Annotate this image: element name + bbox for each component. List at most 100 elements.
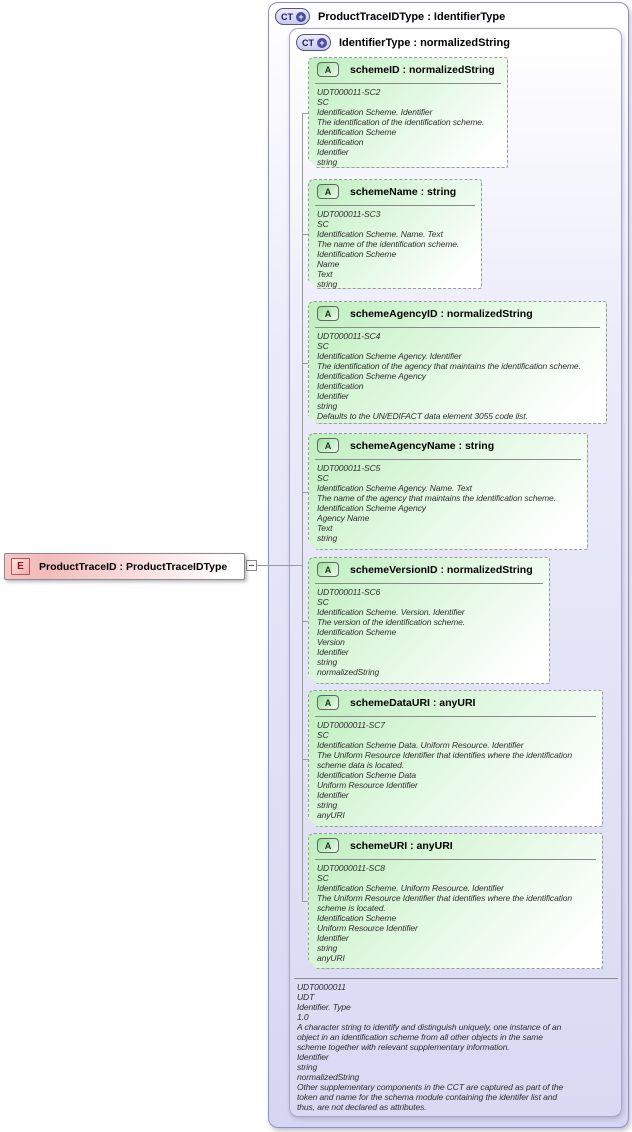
doc-line: string: [317, 657, 338, 667]
doc-line: thus, are not declared as attributes.: [297, 1102, 427, 1112]
doc-line: string: [297, 1062, 318, 1072]
connector-stub: [302, 492, 309, 493]
doc-line: Identification Scheme: [317, 627, 397, 637]
doc-line: scheme data is located.: [317, 760, 405, 770]
doc-line: Identification: [317, 137, 364, 147]
complex-type-icon: CT +: [296, 34, 331, 51]
doc-line: SC: [317, 341, 329, 351]
doc-line: string: [317, 533, 338, 543]
attribute-icon: A: [317, 438, 339, 453]
expand-icon[interactable]: +: [317, 37, 327, 48]
doc-line: Identification Scheme Agency. Name. Text: [317, 483, 472, 493]
doc-line: Uniform Resource Identifier: [317, 780, 418, 790]
element-box-producttraceid[interactable]: E ProductTraceID : ProductTraceIDType: [4, 553, 245, 580]
attribute-title: schemeAgencyName : string: [350, 439, 495, 452]
doc-line: Identification Scheme: [317, 249, 397, 259]
element-icon: E: [11, 558, 30, 575]
doc-line: The Uniform Resource Identifier that ide…: [317, 893, 573, 903]
attribute-title: schemeAgencyID : normalizedString: [350, 307, 533, 320]
doc-line: Identification Scheme Agency: [317, 371, 426, 381]
doc-line: Version: [317, 637, 345, 647]
doc-line: The name of the agency that maintains th…: [317, 493, 556, 503]
doc-line: scheme is located.: [317, 903, 386, 913]
doc-line: Identifier: [317, 933, 349, 943]
attribute-header-separator: [315, 327, 600, 328]
attribute-header-separator: [315, 205, 475, 206]
complex-type-icon-label: CT: [302, 37, 314, 48]
attribute-title: schemeName : string: [350, 185, 457, 198]
doc-line: Identification Scheme Data. Uniform Reso…: [317, 740, 524, 750]
doc-line: string: [317, 401, 338, 411]
doc-line: UDT0000011: [297, 982, 346, 992]
attribute-title: schemeID : normalizedString: [350, 63, 495, 76]
collapse-toggle[interactable]: [246, 560, 257, 571]
doc-line: The Uniform Resource Identifier that ide…: [317, 750, 573, 760]
doc-line: 1.0: [297, 1012, 309, 1022]
doc-line: UDT0000011-SC8: [317, 863, 385, 873]
doc-line: Identifier: [317, 647, 349, 657]
doc-line: Identification Scheme. Identifier: [317, 107, 433, 117]
doc-line: Identification: [317, 381, 364, 391]
doc-line: Identification Scheme Agency: [317, 503, 426, 513]
doc-line: The identification of the identification…: [317, 117, 485, 127]
doc-line: Identification Scheme Agency. Identifier: [317, 351, 462, 361]
attribute-icon: A: [317, 838, 339, 853]
doc-line: UDT000011-SC2: [317, 87, 381, 97]
doc-line: Identifier: [317, 147, 349, 157]
complex-type-icon: CT +: [275, 8, 310, 25]
doc-line: A character string to identify and disti…: [297, 1022, 562, 1032]
attribute-icon: A: [317, 695, 339, 710]
doc-line: Identification Scheme. Name. Text: [317, 229, 443, 239]
doc-line: Identifier. Type: [297, 1002, 351, 1012]
doc-line: SC: [317, 219, 329, 229]
doc-line: string: [317, 279, 338, 289]
doc-line: Name: [317, 259, 340, 269]
complex-type-icon-label: CT: [281, 11, 293, 22]
doc-line: string: [317, 800, 338, 810]
doc-line: Identification Scheme Data: [317, 770, 416, 780]
doc-line: Identifier: [317, 391, 349, 401]
doc-line: The name of the identification scheme.: [317, 239, 460, 249]
doc-line: scheme together with relevant supplement…: [297, 1042, 510, 1052]
doc-line: anyURI: [317, 953, 345, 963]
complex-type-header[interactable]: CT + ProductTraceIDType : IdentifierType: [275, 8, 505, 25]
doc-line: normalizedString: [317, 667, 380, 677]
doc-line: UDT000011-SC6: [317, 587, 381, 597]
doc-line: The version of the identification scheme…: [317, 617, 466, 627]
doc-line: The identification of the agency that ma…: [317, 361, 581, 371]
attribute-icon: A: [317, 306, 339, 321]
connector-stub: [302, 363, 309, 364]
doc-line: UDT000011-SC5: [317, 463, 381, 473]
doc-line: UDT000011-SC3: [317, 209, 381, 219]
doc-line: Other supplementary components in the CC…: [297, 1082, 564, 1092]
doc-line: Uniform Resource Identifier: [317, 923, 418, 933]
type-doc-separator: [294, 978, 618, 979]
connector-line-element: [257, 565, 303, 566]
doc-line: Identification Scheme: [317, 127, 397, 137]
attribute-title: schemeDataURI : anyURI: [350, 696, 476, 709]
complex-type-title: ProductTraceIDType : IdentifierType: [318, 10, 506, 23]
base-type-header[interactable]: CT + IdentifierType : normalizedString: [296, 34, 510, 51]
doc-line: Text: [317, 269, 333, 279]
expand-icon[interactable]: +: [296, 11, 306, 22]
doc-line: Identifier: [297, 1052, 329, 1062]
